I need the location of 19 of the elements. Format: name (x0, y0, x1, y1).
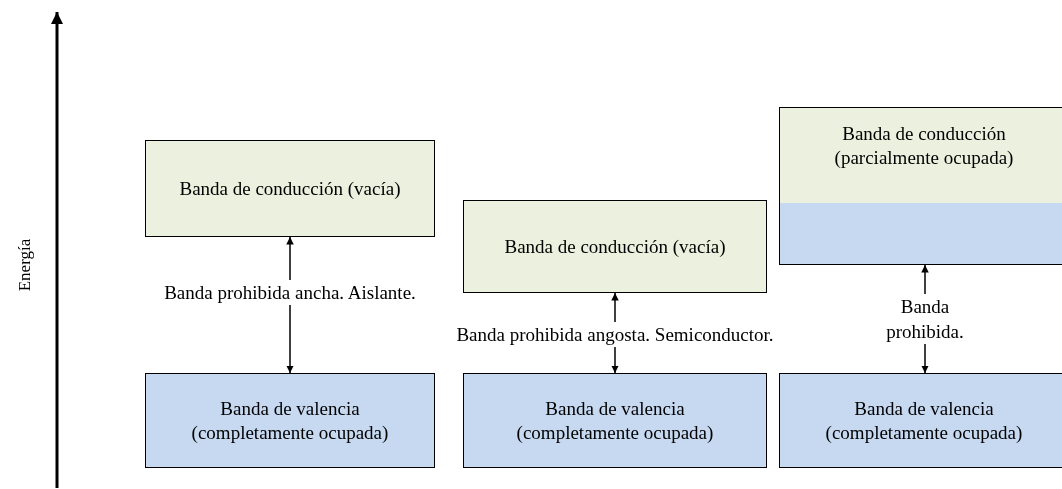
band-name: Banda de conducción (parcialmente ocupada) (833, 122, 1015, 170)
arrow (921, 343, 929, 374)
valence-band-box (779, 373, 1062, 468)
arrow (286, 236, 294, 281)
band-name: Banda de conducción (vacía) (179, 176, 401, 201)
band-name: Banda de valencia (completamente ocupada) (824, 396, 1024, 445)
band-name: Banda de valencia (completamente ocupada) (190, 396, 390, 445)
partially-filled-band-box (779, 107, 1062, 265)
conduction-band-box (145, 140, 435, 237)
band-name: Banda de valencia (completamente ocupada) (515, 396, 715, 445)
valence-band-box (145, 373, 435, 468)
axis-label: Energía (15, 237, 35, 294)
valence-band-box (463, 373, 767, 468)
band-name: Banda de conducción (vacía) (504, 234, 726, 259)
arrow (921, 264, 929, 295)
arrow (611, 346, 619, 374)
arrow (286, 304, 294, 374)
arrow (611, 292, 619, 323)
conduction-band-box (463, 200, 767, 293)
